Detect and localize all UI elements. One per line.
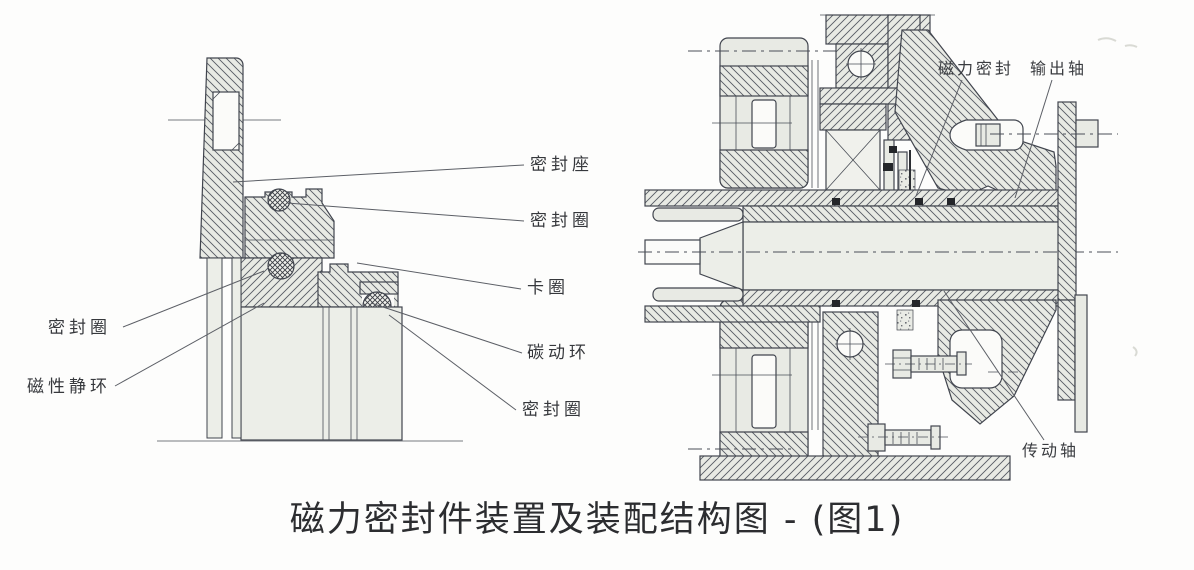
figure-caption: 磁力密封件装置及装配结构图 - (图1): [290, 500, 904, 540]
label-carbon-moving-ring: 碳动环: [527, 343, 590, 363]
hub: [206, 257, 403, 441]
cone-housing-bottom: [937, 299, 1057, 425]
o-ring-middle: [267, 252, 295, 280]
housing-wall-top: [644, 189, 1061, 207]
right-diagram: 磁力密封 输出轴 传动轴: [638, 14, 1138, 481]
flange-window: [212, 91, 240, 151]
right-leader-lines: [915, 79, 1053, 441]
print-artifact: [1097, 37, 1138, 48]
label-magnetic-static-ring: 磁性静环: [27, 377, 111, 397]
o-ring-top: [267, 188, 291, 212]
label-magnetic-seal: 磁力密封: [938, 59, 1014, 78]
cone-housing-top: [894, 29, 1057, 197]
shaft: [638, 198, 1118, 323]
left-diagram: 密封座 密封圈 卡圈 碳动环 密封圈 密封圈 磁性静环: [27, 57, 593, 442]
label-seal-ring-top: 密封圈: [530, 211, 593, 231]
label-seal-seat: 密封座: [530, 155, 593, 175]
output-flange: [988, 101, 1118, 433]
roller-bearing-top: [825, 129, 881, 191]
label-seal-ring-bottom: 密封圈: [522, 400, 585, 420]
print-artifact-2: [1132, 346, 1138, 357]
label-drive-shaft: 传动轴: [1022, 441, 1079, 460]
label-seal-ring-left: 密封圈: [48, 318, 111, 338]
gear-top: [688, 37, 840, 189]
output-stub: [1075, 119, 1099, 148]
magnetic-seal-stack: [883, 139, 916, 197]
gear-bottom: [688, 299, 819, 471]
label-output-shaft: 输出轴: [1030, 59, 1087, 78]
label-clamp-ring: 卡圈: [527, 278, 569, 298]
bolt-in-cavity: [975, 123, 1001, 147]
bolt-lower: [858, 423, 948, 452]
seal-seat-body: [199, 57, 335, 259]
housing-wall-bottom: [699, 455, 1011, 481]
bolt-upper: [885, 349, 972, 379]
left-leader-lines: [114, 164, 525, 411]
